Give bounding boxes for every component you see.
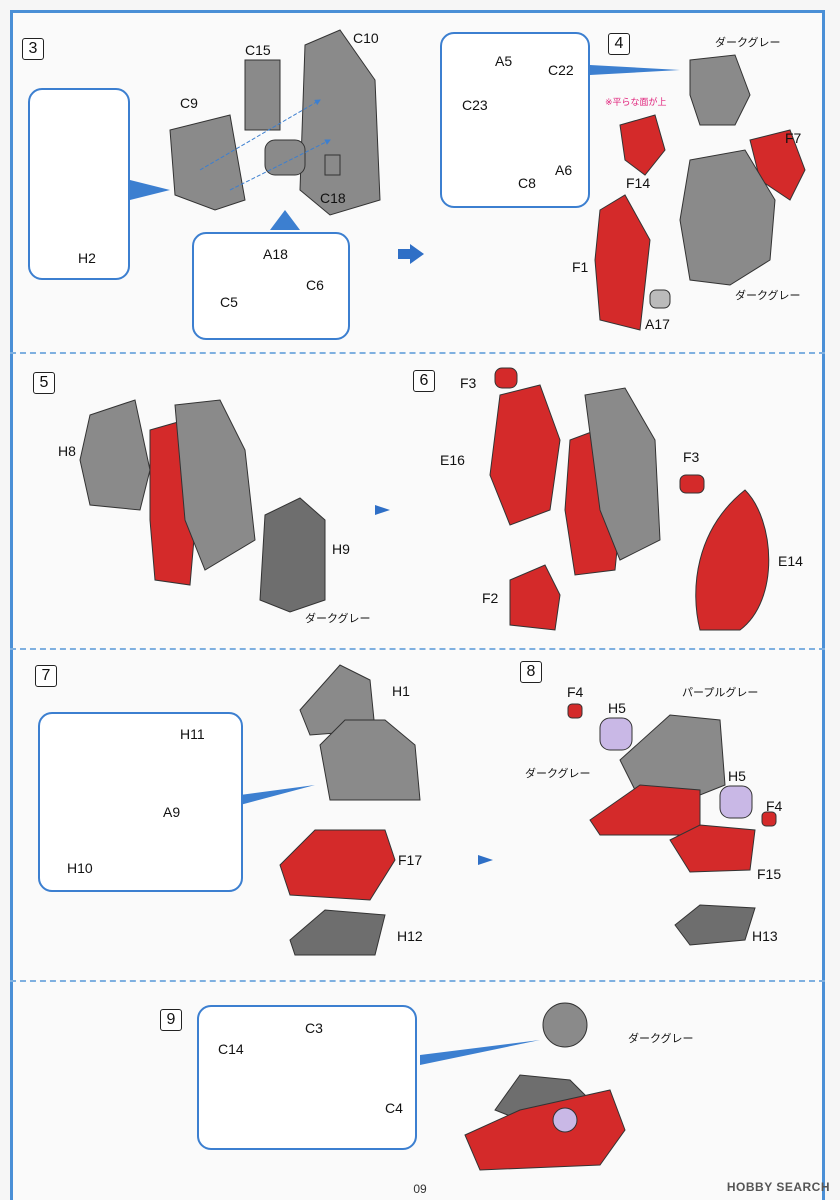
part-label: E16 bbox=[440, 452, 465, 468]
next-step-arrow bbox=[398, 244, 424, 264]
step-separator bbox=[10, 352, 825, 354]
part-label: F3 bbox=[683, 449, 700, 465]
part-label: C9 bbox=[180, 95, 198, 111]
part-label: F7 bbox=[785, 130, 802, 146]
part-label: F14 bbox=[626, 175, 651, 191]
step-separator bbox=[10, 980, 825, 982]
part-label: C5 bbox=[220, 294, 238, 310]
color-label: ダークグレー bbox=[628, 1033, 694, 1045]
part-label: A17 bbox=[645, 316, 670, 332]
step-number: 4 bbox=[608, 33, 630, 55]
part-label: C10 bbox=[353, 30, 379, 46]
step-number: 6 bbox=[413, 370, 435, 392]
part-label: H8 bbox=[58, 443, 76, 459]
part-label: F4 bbox=[567, 684, 584, 700]
part-label: C15 bbox=[245, 42, 271, 58]
part-label: H5 bbox=[608, 700, 626, 716]
part-label: H13 bbox=[752, 928, 778, 944]
color-label: パープルグレー bbox=[682, 687, 759, 699]
part-label: C4 bbox=[385, 1100, 403, 1116]
callout-a18 bbox=[192, 232, 350, 340]
part-label: C14 bbox=[218, 1041, 244, 1057]
part-label: H5 bbox=[728, 768, 746, 784]
color-label: ダークグレー bbox=[525, 768, 591, 780]
step-separator bbox=[10, 648, 825, 650]
callout-step7 bbox=[38, 712, 243, 892]
part-label: F3 bbox=[460, 375, 477, 391]
color-label: ダークグレー bbox=[715, 37, 781, 49]
part-label: E14 bbox=[778, 553, 803, 569]
step-number: 5 bbox=[33, 372, 55, 394]
callout-h2 bbox=[28, 88, 130, 280]
step-number: 9 bbox=[160, 1009, 182, 1031]
part-label: H11 bbox=[180, 726, 205, 742]
part-label: C8 bbox=[518, 175, 536, 191]
part-label: C3 bbox=[305, 1020, 323, 1036]
step-number: 7 bbox=[35, 665, 57, 687]
part-label: H9 bbox=[332, 541, 350, 557]
part-label: A5 bbox=[495, 53, 513, 69]
part-label: F1 bbox=[572, 259, 589, 275]
note-text: ※平らな面が上 bbox=[605, 97, 667, 107]
page-number: 09 bbox=[413, 1182, 427, 1196]
part-label: A9 bbox=[163, 804, 181, 820]
color-label: ダークグレー bbox=[305, 613, 371, 625]
callout-step9 bbox=[197, 1005, 417, 1150]
part-label: H1 bbox=[392, 683, 410, 699]
part-label: C18 bbox=[320, 190, 346, 206]
part-label: F2 bbox=[482, 590, 499, 606]
part-label: F15 bbox=[757, 866, 782, 882]
color-label: ダークグレー bbox=[735, 290, 801, 302]
part-label: F17 bbox=[398, 852, 423, 868]
part-label: H10 bbox=[67, 860, 93, 876]
part-label: C6 bbox=[306, 277, 324, 293]
part-label: C22 bbox=[548, 62, 574, 78]
step-number: 8 bbox=[520, 661, 542, 683]
part-label: C23 bbox=[462, 97, 488, 113]
part-label: A18 bbox=[263, 246, 288, 262]
part-label: F4 bbox=[766, 798, 783, 814]
callout-step4 bbox=[440, 32, 590, 208]
brand-watermark: HOBBY SEARCH bbox=[726, 1180, 830, 1194]
part-label: A6 bbox=[555, 162, 573, 178]
part-label: H2 bbox=[78, 250, 96, 266]
step-number: 3 bbox=[22, 38, 44, 60]
part-label: H12 bbox=[397, 928, 423, 944]
